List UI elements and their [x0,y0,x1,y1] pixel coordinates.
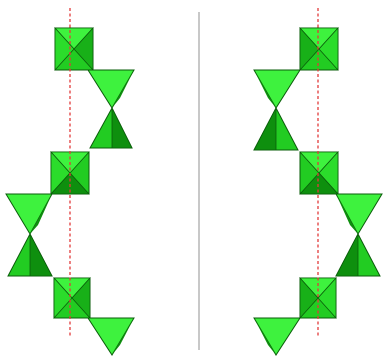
left-tetrahedron-bottom [87,317,135,356]
right-octahedron-1 [299,26,339,72]
right-octahedron-2 [299,150,339,196]
left-chain [5,8,135,356]
left-tetrahedra-pair-2 [5,193,53,277]
right-tetrahedra-pair-2 [335,193,383,277]
right-tetrahedra-pair-1 [253,69,301,151]
left-octahedron-3 [53,276,91,320]
left-tetrahedra-pair-1 [87,69,135,149]
left-octahedron-1 [54,26,94,72]
right-chain [253,8,383,356]
right-tetrahedron-bottom [253,317,301,356]
